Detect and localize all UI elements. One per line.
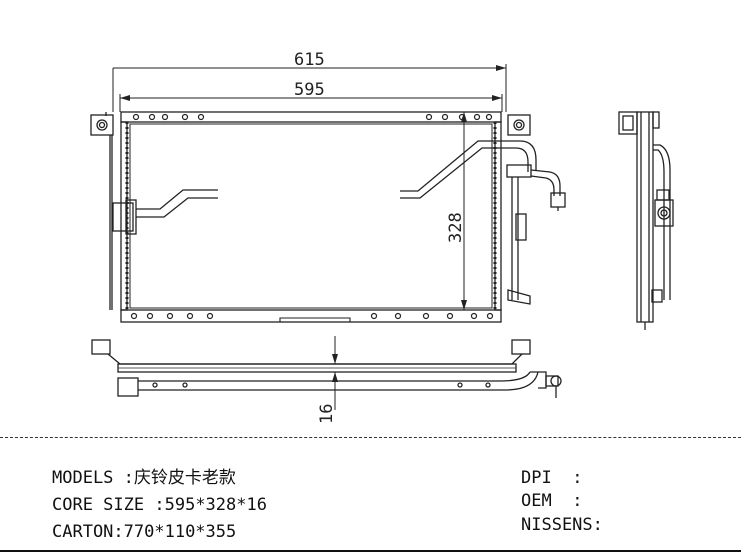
oem-label: OEM <box>521 491 552 511</box>
dimension-core-height: 328 <box>446 112 496 311</box>
models-label: MODELS <box>52 468 114 488</box>
core-size-value: :595*328*16 <box>154 495 267 515</box>
oem-row: OEM : <box>521 491 582 511</box>
top-tank-holes <box>132 113 493 121</box>
bottom-tank-holes <box>130 312 494 320</box>
dimension-core-thickness: 16 <box>317 336 338 424</box>
core-height-label: 328 <box>446 212 466 243</box>
right-header <box>494 121 502 311</box>
top-tank <box>120 111 502 123</box>
carton-row: CARTON:770*110*355 <box>52 522 236 542</box>
section-divider <box>0 437 741 438</box>
left-header <box>120 121 128 311</box>
core-width-label: 595 <box>294 80 325 100</box>
core-size-label: CORE SIZE <box>52 495 145 515</box>
overall-width-label: 615 <box>294 50 325 70</box>
top-view: 16 <box>91 336 562 424</box>
bottom-tank <box>120 309 502 323</box>
dimension-overall-width: 615 <box>112 50 507 112</box>
left-inlet-pipe <box>112 189 218 235</box>
dimension-core-width: 595 <box>119 80 503 112</box>
models-row: MODELS :庆铃皮卡老款 <box>52 468 236 488</box>
oem-value: : <box>572 491 583 511</box>
core-size-row: CORE SIZE :595*328*16 <box>52 495 267 515</box>
nissens-row: NISSENS: <box>521 515 603 535</box>
core-area <box>129 123 493 309</box>
front-view: 615 595 <box>90 50 566 323</box>
models-value: :庆铃皮卡老款 <box>123 468 236 488</box>
left-mount-bracket <box>90 112 114 310</box>
carton-label: CARTON <box>52 522 114 542</box>
right-mount-bracket <box>507 114 531 136</box>
dpi-row: DPI : <box>521 468 582 488</box>
nissens-label: NISSENS <box>521 515 593 535</box>
nissens-value: : <box>592 515 603 535</box>
bottom-rule <box>0 550 741 552</box>
dpi-value: : <box>572 468 583 488</box>
core-thickness-label: 16 <box>317 404 337 424</box>
carton-value: :770*110*355 <box>113 522 237 542</box>
condenser-technical-drawing: 615 595 <box>90 50 674 424</box>
dpi-label: DPI <box>521 468 552 488</box>
side-view <box>618 111 674 330</box>
right-outlet-pipe <box>400 140 566 305</box>
